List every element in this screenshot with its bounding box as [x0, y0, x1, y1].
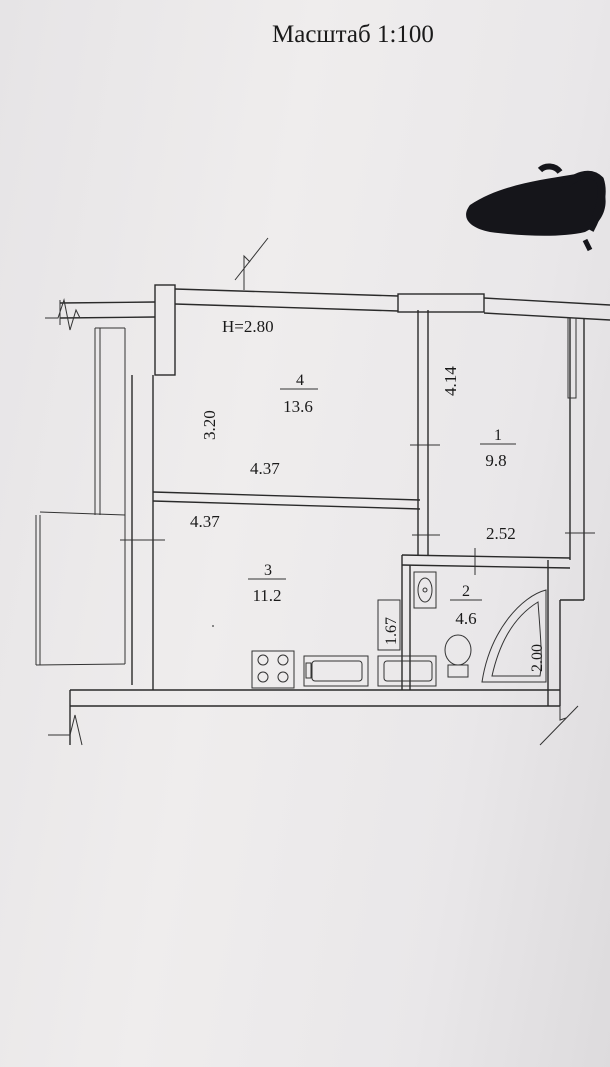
room-1-width-dim: 2.52 [486, 524, 516, 543]
exterior-walls [35, 237, 610, 746]
room-4-number: 4 [296, 372, 304, 389]
bathtub-dim: 2.00 [529, 644, 546, 672]
room-3-area: 11.2 [252, 586, 281, 605]
corner-bathtub [481, 589, 547, 683]
toilet [444, 634, 472, 678]
room-2-area: 4.6 [455, 609, 476, 628]
room-1-height-dim: 4.14 [441, 366, 460, 396]
room-1-area: 9.8 [485, 451, 506, 470]
bathroom-sink [413, 571, 437, 609]
room-3-number: 3 [264, 562, 272, 579]
room-3-width-dim: 4.37 [190, 512, 220, 531]
ceiling-height-label: H=2.80 [222, 317, 274, 336]
stove [251, 650, 295, 689]
room-4-width-dim: 4.37 [250, 459, 280, 478]
kitchen-sink [303, 655, 369, 687]
redaction-mark [466, 163, 606, 252]
room-1-number: 1 [494, 427, 502, 444]
room-4-area: 13.6 [283, 397, 313, 416]
bathroom-dim: 1.67 [383, 617, 400, 645]
room-2-number: 2 [462, 583, 470, 600]
kitchen-counter [377, 599, 437, 687]
interior-walls [120, 310, 595, 690]
room-4-height-dim: 3.20 [200, 410, 219, 440]
scale-title: Масштаб 1:100 [272, 21, 434, 48]
